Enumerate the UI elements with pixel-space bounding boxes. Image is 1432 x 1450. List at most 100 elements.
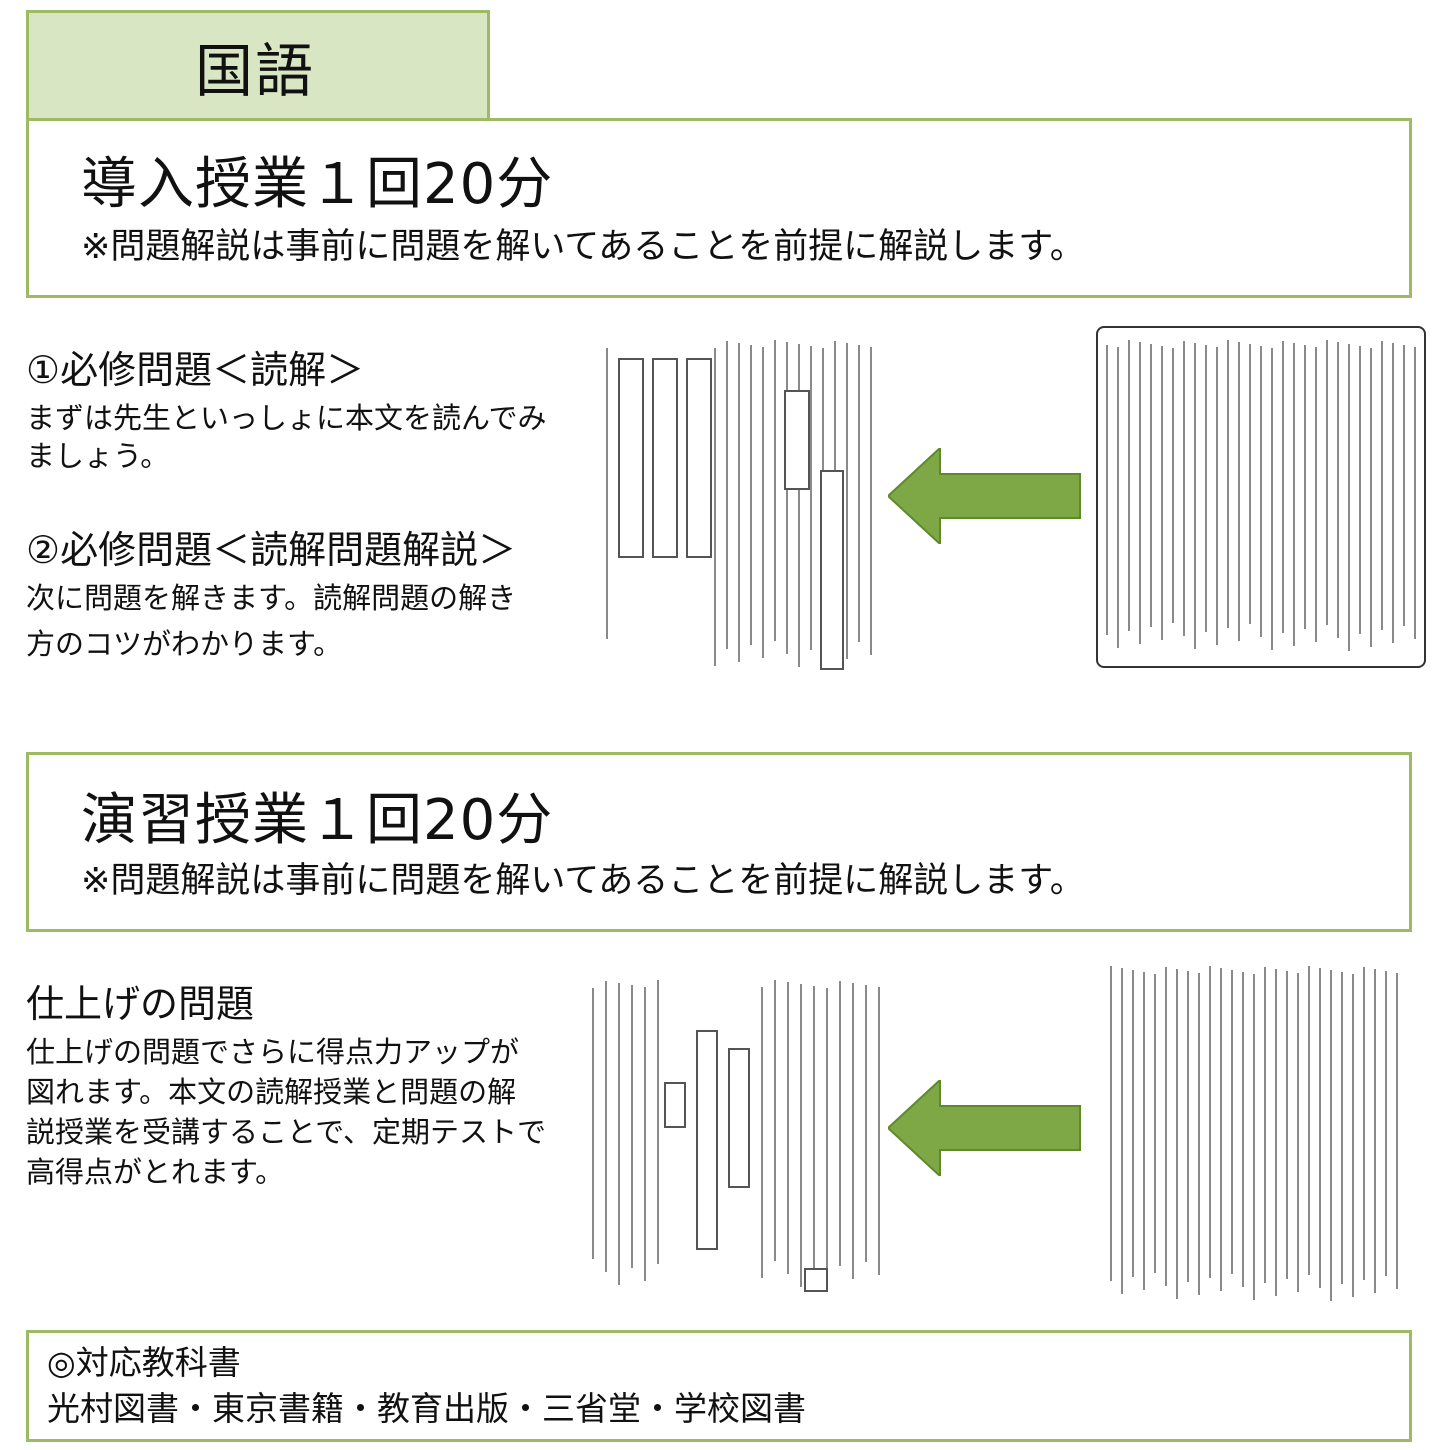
practice-line2: 図れます。本文の読解授業と問題の解 xyxy=(26,1075,517,1109)
text-line xyxy=(774,340,776,641)
practice-line4: 高得点がとれます。 xyxy=(26,1155,285,1189)
text-line xyxy=(750,345,752,645)
text-line xyxy=(738,343,740,662)
practice-note: ※問題解説は事前に問題を解いてあることを前提に解説します。 xyxy=(81,861,1085,901)
text-line xyxy=(1150,344,1152,627)
item2-title: ②必修問題＜読解問題解説＞ xyxy=(26,528,517,572)
question-page-image xyxy=(594,330,880,678)
item1-line2: ましょう。 xyxy=(26,439,170,473)
text-line xyxy=(813,986,815,1270)
item1-line1: まずは先生といっしょに本文を読んでみ xyxy=(26,401,547,435)
answer-box xyxy=(664,1082,686,1128)
text-line xyxy=(1172,348,1174,623)
text-line xyxy=(1414,347,1416,639)
practice-lesson-box: 演習授業１回20分 ※問題解説は事前に問題を解いてあることを前提に解説します。 xyxy=(26,752,1412,932)
text-line xyxy=(1275,969,1277,1296)
text-line xyxy=(1282,341,1284,633)
text-line xyxy=(726,341,728,649)
text-line xyxy=(1385,971,1387,1276)
answer-box xyxy=(686,358,712,558)
text-line xyxy=(1110,966,1112,1281)
text-line xyxy=(1403,345,1405,626)
text-line xyxy=(1330,970,1332,1301)
text-line xyxy=(1194,343,1196,649)
text-line xyxy=(618,983,620,1285)
intro-note: ※問題解説は事前に問題を解いてあることを前提に解説します。 xyxy=(81,227,1085,267)
text-line xyxy=(1264,967,1266,1283)
text-line xyxy=(1227,340,1229,628)
text-line xyxy=(762,347,764,658)
practice-question-page-image xyxy=(584,972,888,1302)
text-line xyxy=(1392,343,1394,643)
text-line xyxy=(1319,968,1321,1288)
text-line xyxy=(846,343,848,659)
text-line xyxy=(865,985,867,1262)
text-line xyxy=(1132,970,1134,1277)
item2-line1: 次に問題を解きます。読解問題の解き xyxy=(26,581,517,615)
practice-line1: 仕上げの問題でさらに得点力アップが xyxy=(26,1035,520,1069)
text-line xyxy=(1187,971,1189,1282)
text-line xyxy=(1363,967,1365,1280)
intro-heading: 導入授業１回20分 xyxy=(81,152,554,217)
answer-box xyxy=(696,1030,718,1250)
text-line xyxy=(592,988,594,1259)
text-line xyxy=(1370,348,1372,647)
text-line xyxy=(1139,342,1141,644)
answer-box xyxy=(652,358,678,558)
text-line xyxy=(761,987,763,1278)
text-line xyxy=(1286,971,1288,1279)
text-line xyxy=(852,983,854,1279)
text-line xyxy=(1128,340,1130,631)
text-line xyxy=(1293,343,1295,646)
text-line xyxy=(1308,966,1310,1275)
text-line xyxy=(714,348,716,666)
textbook-list: 光村図書・東京書籍・教育出版・三省堂・学校図書 xyxy=(47,1389,806,1428)
practice-line3: 説授業を受講することで、定期テストで xyxy=(26,1115,546,1149)
text-line xyxy=(1220,968,1222,1291)
text-line xyxy=(1117,347,1119,648)
text-line xyxy=(1359,346,1361,634)
text-line xyxy=(870,347,872,655)
practice-reading-page-image xyxy=(1096,960,1406,1310)
answer-box xyxy=(784,390,810,490)
text-line xyxy=(1183,341,1185,636)
text-line xyxy=(1326,340,1328,625)
answer-box xyxy=(804,1268,828,1292)
answer-box xyxy=(728,1048,750,1188)
text-line xyxy=(605,981,607,1272)
text-line xyxy=(1161,346,1163,640)
answer-box xyxy=(618,358,644,558)
text-line xyxy=(1315,347,1317,642)
practice-heading: 演習授業１回20分 xyxy=(81,788,554,853)
text-line xyxy=(1209,966,1211,1278)
subject-title: 国語 xyxy=(195,37,316,105)
text-line xyxy=(839,981,841,1266)
item2-line2: 方のコツがわかります。 xyxy=(26,627,343,661)
text-line xyxy=(1231,970,1233,1274)
text-line xyxy=(1337,342,1339,638)
text-line xyxy=(1253,974,1255,1300)
reading-text-page-image xyxy=(1096,326,1426,668)
text-line xyxy=(786,342,788,654)
text-line xyxy=(1348,344,1350,651)
text-line xyxy=(1106,345,1108,635)
text-line xyxy=(644,987,646,1281)
left-arrow-icon xyxy=(888,448,1081,544)
text-line xyxy=(657,980,659,1264)
text-line xyxy=(1242,972,1244,1287)
text-line xyxy=(1198,973,1200,1295)
textbook-box: ◎対応教科書 光村図書・東京書籍・教育出版・三省堂・学校図書 xyxy=(26,1330,1412,1442)
subject-tab: 国語 xyxy=(26,10,490,118)
text-line xyxy=(1396,973,1398,1289)
answer-box xyxy=(820,470,844,670)
text-line xyxy=(787,982,789,1274)
text-line xyxy=(1374,969,1376,1293)
text-line xyxy=(858,345,860,642)
text-line xyxy=(1341,972,1343,1284)
practice-item-title: 仕上げの問題 xyxy=(26,982,255,1026)
text-line xyxy=(1249,344,1251,624)
text-line xyxy=(800,984,802,1287)
text-line xyxy=(1297,973,1299,1292)
intro-lesson-box: 導入授業１回20分 ※問題解説は事前に問題を解いてあることを前提に解説します。 xyxy=(26,118,1412,298)
text-line xyxy=(1176,969,1178,1299)
